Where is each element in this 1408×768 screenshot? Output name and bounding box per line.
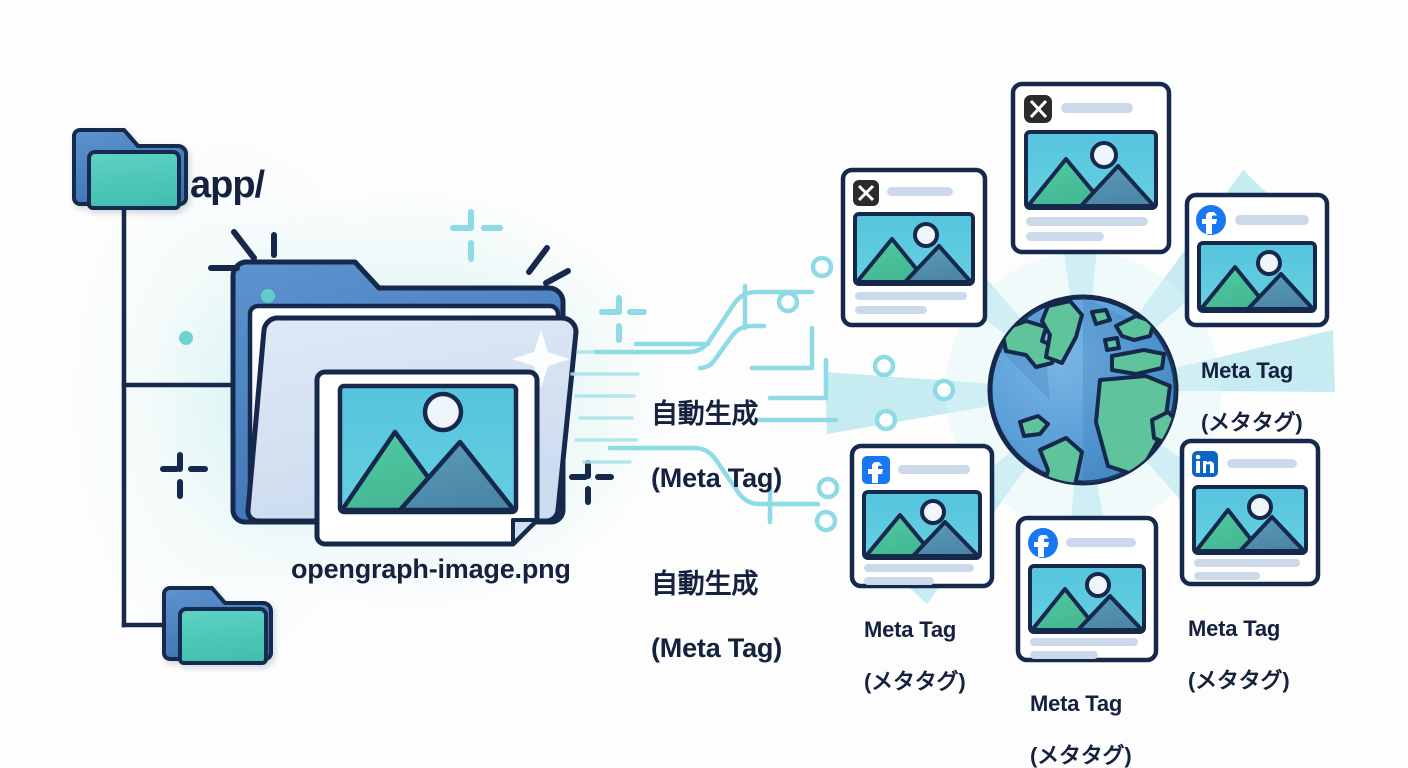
circuit-traces — [593, 283, 839, 525]
card-fb-left — [849, 443, 995, 589]
skeleton-line — [1194, 559, 1300, 567]
world-globe-icon — [987, 294, 1179, 486]
facebook-glyph — [1202, 212, 1217, 234]
auto-generate-label-top: 自動生成 (Meta Tag) — [651, 367, 782, 494]
folder-branch-bottom-icon — [162, 586, 273, 665]
skeleton-title — [1061, 103, 1133, 113]
land-north-america — [1040, 299, 1084, 365]
opengraph-image-card — [314, 369, 540, 547]
skeleton-line — [855, 306, 927, 314]
auto-generate-label-bottom: 自動生成 (Meta Tag) — [651, 537, 782, 664]
card-fb-bottom — [1015, 515, 1159, 663]
auto-generate-line2: (Meta Tag) — [651, 462, 782, 493]
meta-tag-line1: Meta Tag — [1030, 690, 1123, 716]
card-x-top — [1010, 81, 1172, 255]
land-south-america — [1038, 436, 1084, 483]
skeleton-line — [864, 564, 974, 572]
land-scandinavia — [1114, 314, 1156, 342]
meta-tag-line2: (メタタグ) — [1188, 667, 1290, 693]
meta-tag-line2: (メタタグ) — [1030, 742, 1132, 768]
land-caribbean — [1018, 414, 1050, 438]
auto-generate-line2: (Meta Tag) — [651, 632, 782, 663]
skeleton-line — [864, 577, 934, 585]
meta-tag-line1: Meta Tag — [1201, 357, 1294, 383]
skeleton-title — [1235, 215, 1309, 225]
card-li-right — [1179, 438, 1321, 587]
opengraph-folder-stack — [230, 259, 579, 547]
folder-dot — [261, 289, 275, 303]
meta-tag-caption-right-top: Meta Tag (メタタグ) — [1201, 332, 1303, 436]
meta-tag-line2: (メタタグ) — [864, 668, 966, 694]
card-x-left — [840, 167, 988, 328]
skeleton-line — [1030, 651, 1098, 659]
sun-circle — [422, 391, 464, 433]
sparkle-decorations — [160, 209, 647, 505]
facebook-glyph — [868, 462, 883, 483]
meta-tag-caption-bottom-center: Meta Tag (メタタグ) — [1030, 665, 1132, 768]
skeleton-title — [1227, 459, 1297, 468]
skeleton-title — [887, 187, 953, 196]
circuit-endpoints — [776, 255, 956, 533]
sparkle-dot — [179, 331, 193, 345]
skeleton-line — [1030, 638, 1138, 646]
land-europe — [1110, 348, 1166, 376]
auto-generate-line1: 自動生成 — [651, 398, 759, 429]
page-title: app/ — [190, 164, 265, 206]
x-glyph — [857, 184, 875, 202]
skeleton-line — [1194, 572, 1260, 580]
skeleton-line — [855, 292, 967, 300]
skeleton-title — [1066, 538, 1136, 547]
file-name-label: opengraph-image.png — [291, 554, 571, 584]
skeleton-line — [1026, 217, 1148, 226]
land-africa — [1094, 374, 1172, 478]
page-fold — [511, 518, 539, 546]
auto-generate-line1: 自動生成 — [651, 568, 759, 599]
folder-app-icon — [72, 128, 188, 210]
meta-tag-line1: Meta Tag — [1188, 615, 1281, 641]
skeleton-line — [1026, 232, 1104, 241]
x-glyph — [1029, 99, 1048, 119]
meta-tag-line2: (メタタグ) — [1201, 409, 1303, 435]
meta-tag-caption-right-bottom: Meta Tag (メタタグ) — [1188, 590, 1290, 694]
land-greenland — [1090, 308, 1112, 326]
skeleton-title — [898, 465, 970, 474]
land-uk — [1103, 336, 1121, 352]
facebook-glyph — [1034, 535, 1049, 557]
meta-tag-caption-left-bottom: Meta Tag (メタタグ) — [864, 591, 966, 695]
card-fb-right — [1184, 192, 1330, 328]
sparkle-shine — [512, 330, 570, 388]
linkedin-glyph — [1195, 454, 1214, 473]
meta-tag-line1: Meta Tag — [864, 616, 957, 642]
